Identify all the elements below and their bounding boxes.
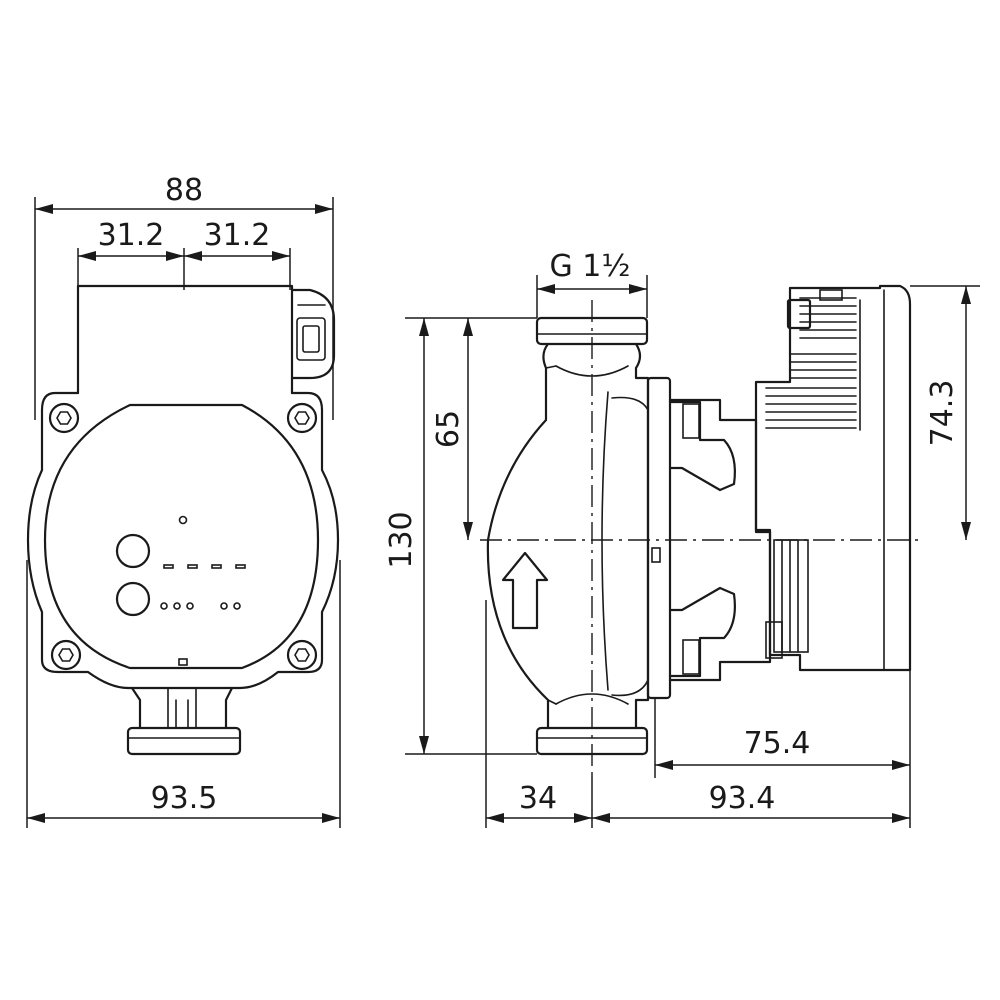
front-bottom-flange	[126, 726, 242, 756]
front-bolt-top-left	[48, 402, 80, 434]
front-motor-face	[43, 403, 320, 670]
side-shaft-ribs	[765, 539, 809, 659]
dim-31-2-left-label: 31.2	[98, 218, 165, 253]
side-cable-clip	[786, 298, 812, 330]
front-housing-outline	[26, 391, 340, 690]
front-connector-plug	[290, 288, 336, 380]
side-mounting-plate	[646, 376, 672, 700]
dim-74-3-label: 74.3	[925, 380, 960, 447]
front-bolt-top-right	[286, 402, 318, 434]
front-pipe-neck	[130, 686, 234, 730]
side-dimensions: G 1½ 130 65 74.3 75.4 34 93.4	[384, 249, 980, 828]
side-motor-housing	[668, 398, 772, 682]
front-bolt-bottom-left	[50, 639, 82, 671]
side-electronic-head	[754, 284, 912, 672]
front-dimensions: 88 31.2 31.2 93.5	[26, 173, 341, 828]
dim-34-label: 34	[519, 781, 557, 816]
front-led-top	[178, 515, 188, 525]
front-module-box	[76, 284, 294, 395]
side-upper-bolt-lug	[668, 400, 736, 492]
side-pump-body	[486, 342, 650, 730]
dim-93-4-label: 93.4	[709, 781, 776, 816]
front-led-dot-row	[160, 602, 241, 610]
front-button-lower	[115, 581, 151, 617]
dim-75-4-label: 75.4	[744, 726, 811, 761]
front-connector-socket	[296, 317, 326, 361]
dim-31-2-right-label: 31.2	[204, 218, 271, 253]
dim-130-label: 130	[384, 511, 419, 568]
dim-93-5-label: 93.5	[151, 781, 218, 816]
side-lower-bolt-lug	[668, 586, 736, 678]
front-led-bar-row	[163, 564, 246, 569]
front-connector-pin	[302, 325, 320, 353]
side-flow-arrow	[501, 551, 549, 630]
side-volute-curve	[611, 396, 649, 697]
front-bolt-bottom-right	[286, 639, 318, 671]
dim-65-label: 65	[431, 410, 466, 448]
front-button-upper	[115, 533, 151, 569]
side-view	[486, 284, 912, 756]
dim-88-label: 88	[165, 173, 203, 208]
side-cooling-fins	[765, 297, 857, 429]
dim-thread-label: G 1½	[550, 249, 631, 284]
front-view	[26, 284, 340, 756]
